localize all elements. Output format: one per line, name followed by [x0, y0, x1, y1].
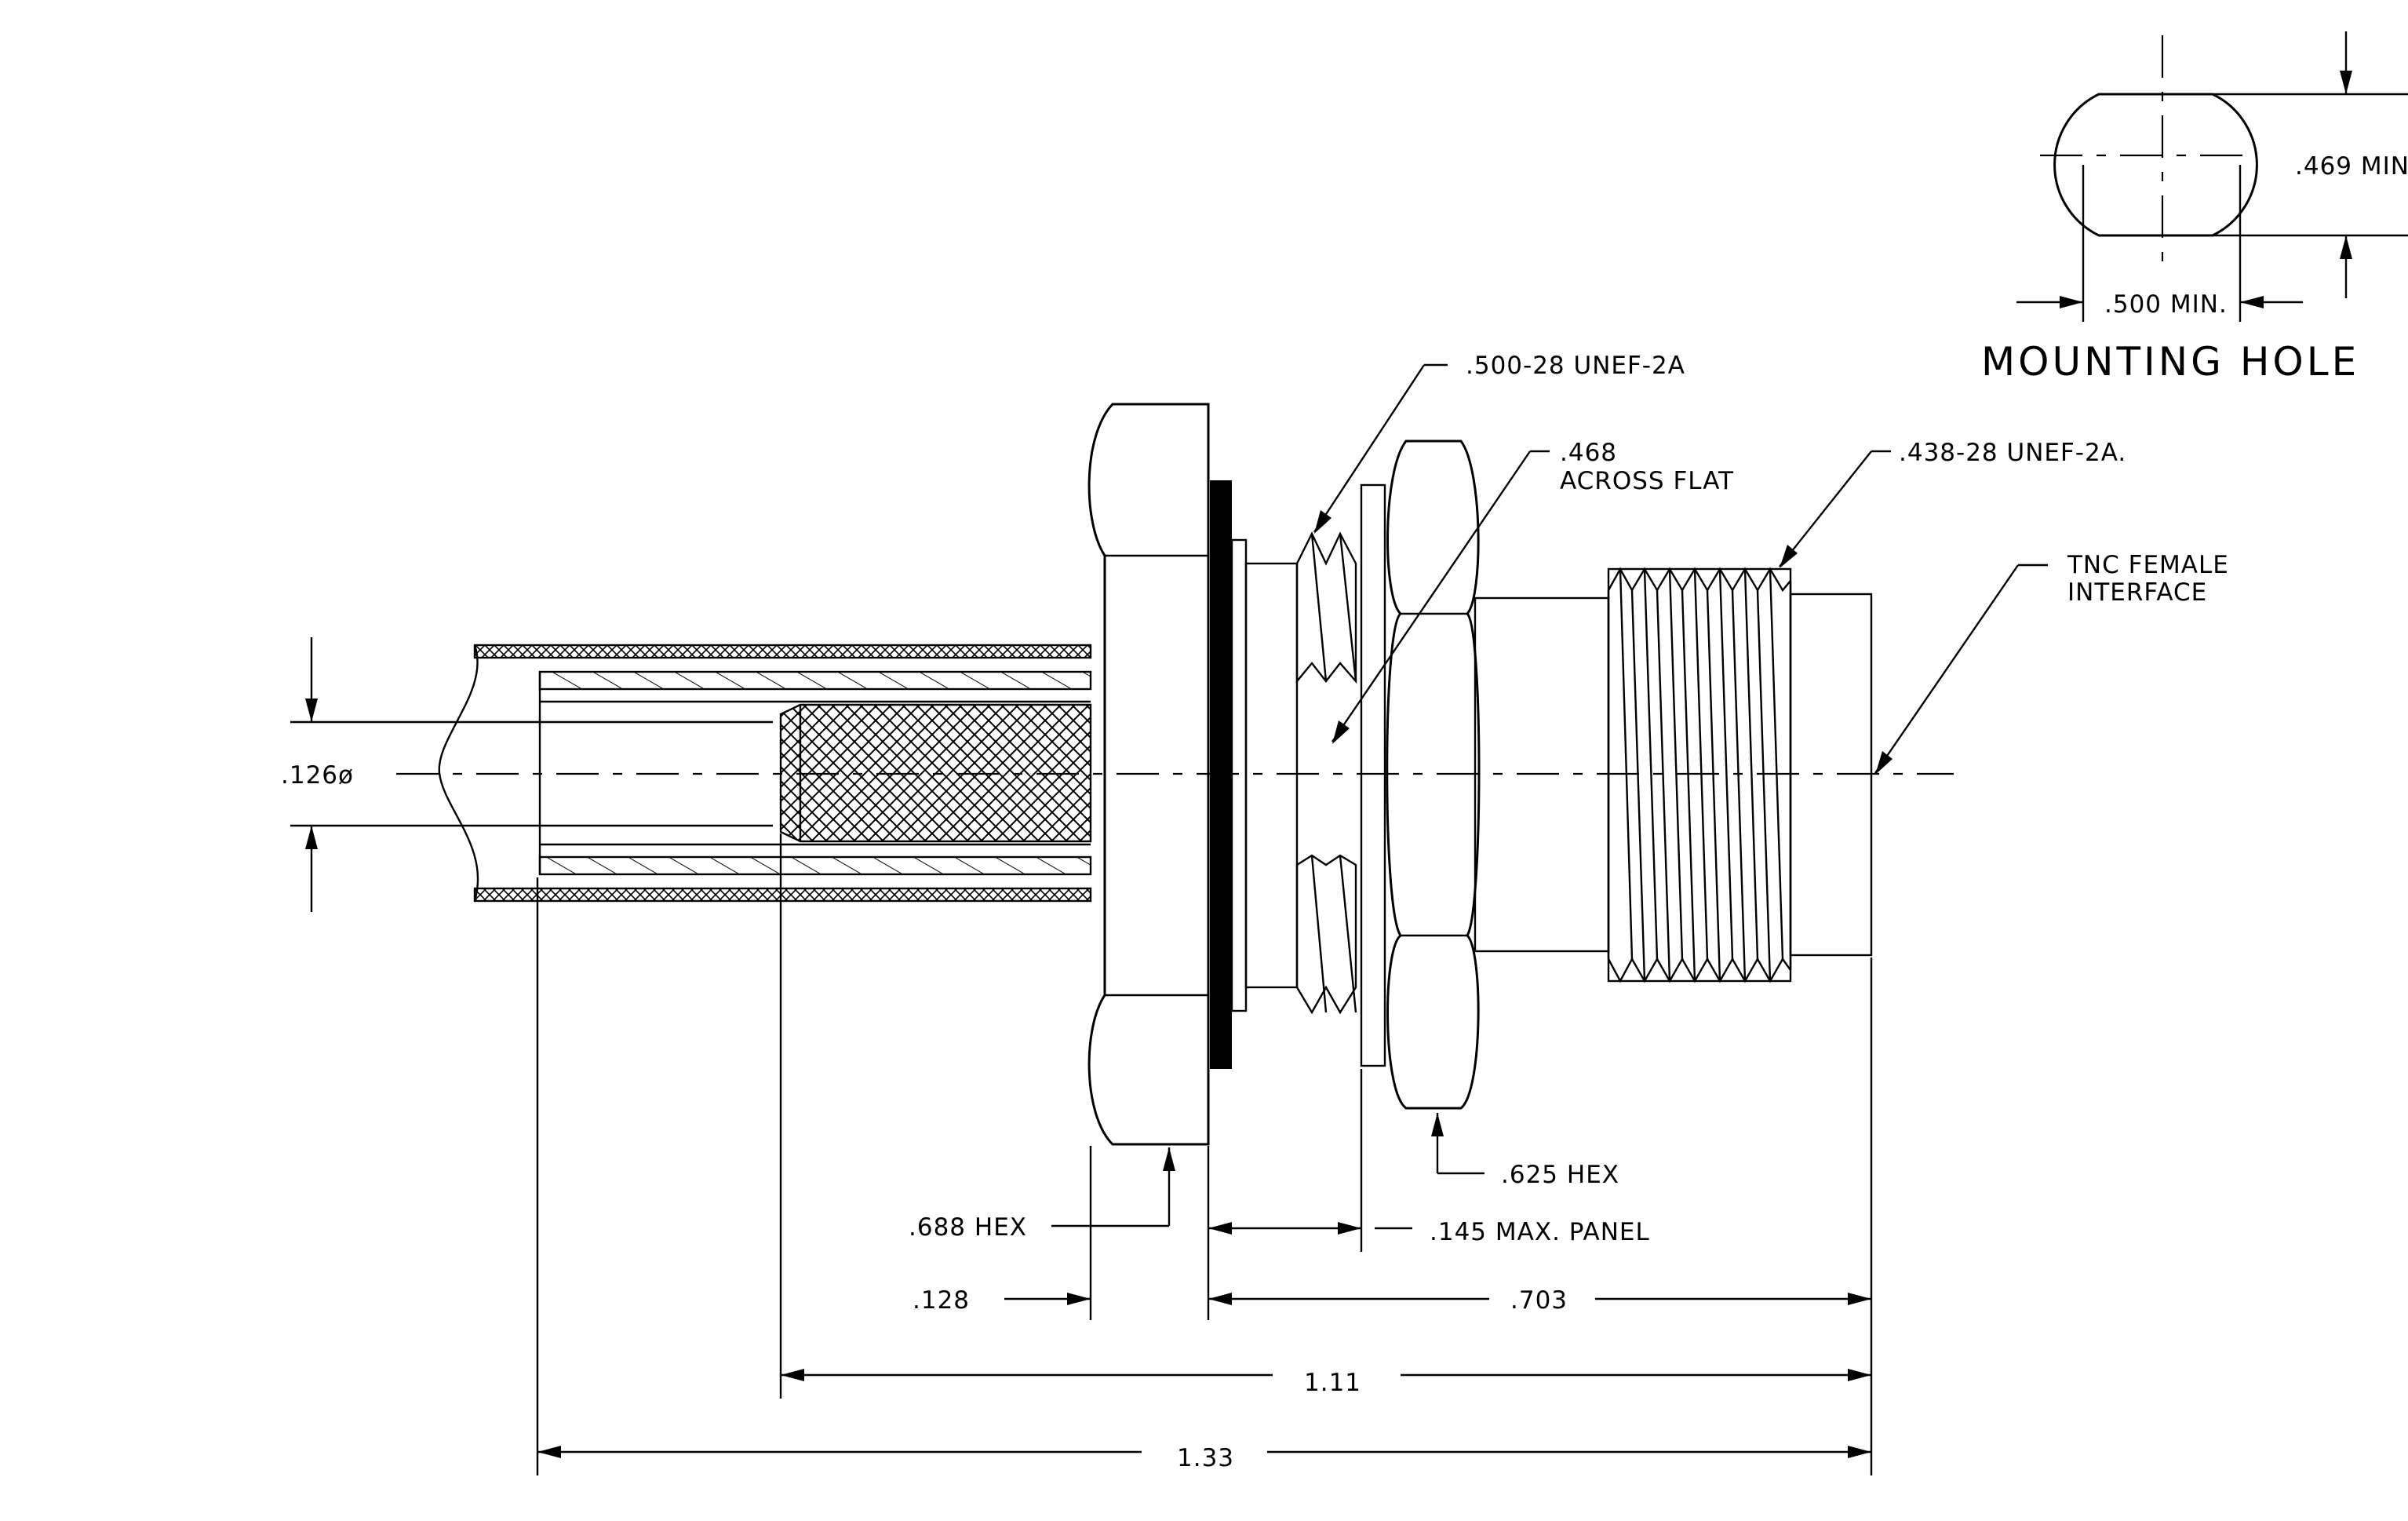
label-across-flat-text: ACROSS FLAT: [1560, 467, 1734, 495]
dim-mid-arrow-right: [1848, 1369, 1871, 1381]
label-hex-large: .688 HEX: [909, 1213, 1027, 1242]
hole-width-label: .500 MIN.: [2104, 290, 2228, 319]
label-thread-front: .438-28 UNEF-2A.: [1899, 439, 2126, 467]
hex-nut-large: [1087, 403, 1210, 1146]
label-across-flat-value: .468: [1560, 439, 1617, 467]
cable-dielectric-top: [538, 670, 1092, 691]
hole-height-arrow-top: [2340, 71, 2352, 94]
label-dim-body: .703: [1510, 1286, 1568, 1315]
front-thread: [1607, 567, 1792, 983]
panel-arrow-right: [1338, 1222, 1361, 1235]
front-thread-helix: [1619, 568, 1784, 982]
leader-across-flat: [1332, 450, 1531, 742]
connector-body: [1087, 403, 1873, 1146]
label-thread-panel: .500-28 UNEF-2A: [1466, 352, 1685, 380]
pin-dia-arrow-bottom: [305, 826, 318, 849]
leader-thread-front: [1779, 450, 1872, 567]
arrow-interface: [1875, 751, 1893, 775]
label-hex-small: .625 HEX: [1501, 1161, 1619, 1189]
label-dim-flange: .128: [913, 1286, 970, 1315]
label-panel: .145 MAX. PANEL: [1430, 1218, 1650, 1246]
collar: [1230, 538, 1248, 1012]
label-dim-overall: 1.33: [1177, 1444, 1234, 1472]
mounting-hole-detail: .469 MIN. .500 MIN. MOUNTING HOLE: [1981, 31, 2408, 385]
front-thread-crests-top: [1607, 567, 1791, 593]
cable-jacket-top: [473, 644, 1092, 659]
dim-body-arrow-left: [1208, 1293, 1232, 1305]
label-dim-mid: 1.11: [1304, 1369, 1361, 1397]
panel-arrow-left: [1208, 1222, 1232, 1235]
cable: [438, 644, 1092, 903]
dim-mid-arrow-left: [781, 1369, 804, 1381]
label-interface-line2: INTERFACE: [2067, 578, 2207, 607]
arrow-hex-small: [1431, 1113, 1444, 1136]
dim-overall-arrow-left: [537, 1446, 561, 1458]
mounting-hole-title: MOUNTING HOLE: [1981, 339, 2359, 385]
label-interface-line1: TNC FEMALE: [2067, 551, 2229, 579]
arrow-thread-panel: [1314, 510, 1332, 534]
callout-thread-panel: .500-28 UNEF-2A: [1313, 352, 1685, 534]
pin-diameter-label: .126ø: [281, 761, 354, 790]
callout-thread-front: .438-28 UNEF-2A.: [1779, 439, 2126, 568]
leader-interface: [1874, 564, 2019, 774]
pin-dia-arrow-top: [305, 698, 318, 722]
dimension-chain: .128 .703 1.11 1.33: [536, 833, 1873, 1475]
pin-diameter-dim: .126ø: [281, 637, 773, 912]
mounting-hole-outline: [2053, 93, 2258, 237]
panel-thread-lower: [1295, 854, 1357, 1015]
cable-jacket-bottom: [473, 887, 1092, 903]
dim-body-arrow-right: [1848, 1293, 1871, 1305]
front-thread-crests-bottom: [1607, 957, 1791, 983]
callout-hex-large: .688 HEX: [909, 1147, 1175, 1242]
panel-thread-lower-lines: [1310, 855, 1357, 1013]
hole-height-label: .469 MIN.: [2295, 152, 2408, 181]
callout-interface: TNC FEMALE INTERFACE: [1874, 551, 2229, 775]
arrow-thread-front: [1780, 545, 1798, 568]
cable-break-line: [438, 644, 479, 902]
callout-across-flat: .468 ACROSS FLAT: [1332, 439, 1734, 744]
hole-width-arrow-right: [2240, 296, 2264, 308]
hole-width-arrow-left: [2060, 296, 2083, 308]
panel-dim: .145 MAX. PANEL: [1208, 1069, 1650, 1252]
panel-thread-upper: [1295, 531, 1357, 684]
dim-overall-arrow-right: [1848, 1446, 1871, 1458]
panel-thread-upper-lines: [1310, 533, 1357, 682]
dim-flange-arrow: [1067, 1293, 1091, 1305]
callout-hex-small: .625 HEX: [1431, 1113, 1619, 1189]
arrow-across-flat: [1332, 720, 1350, 744]
hole-height-arrow-bottom: [2340, 235, 2352, 259]
cable-dielectric-bottom: [538, 855, 1092, 876]
arrow-hex-large: [1163, 1147, 1175, 1171]
lock-washer: [1360, 483, 1386, 1067]
leader-thread-panel: [1313, 364, 1426, 533]
hex-nut-small: [1386, 440, 1481, 1110]
shaft: [1244, 562, 1299, 989]
